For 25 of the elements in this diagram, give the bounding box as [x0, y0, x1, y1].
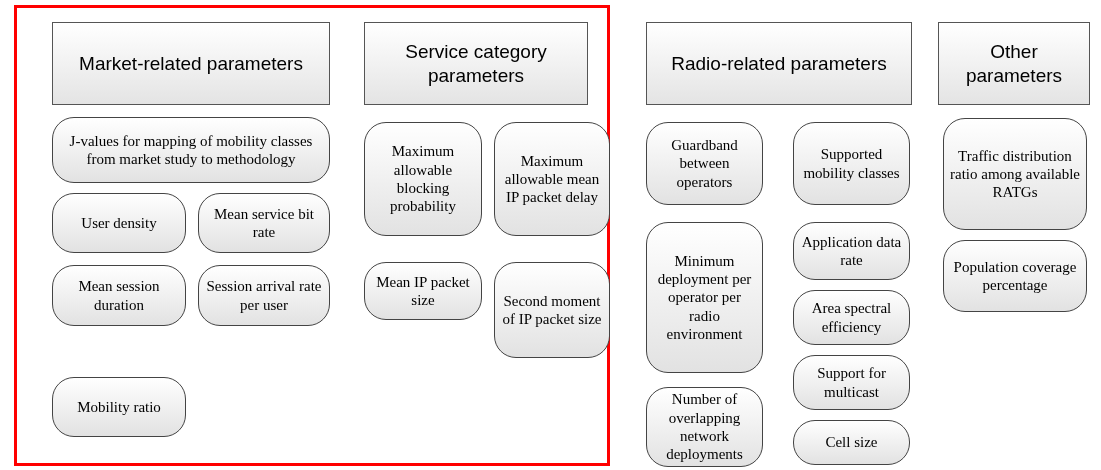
parameter-box: Session arrival rate per user [198, 265, 330, 326]
parameter-box: Area spectral efficiency [793, 290, 910, 345]
parameter-box: Application data rate [793, 222, 910, 280]
category-header: Other parameters [938, 22, 1090, 105]
parameter-box: Mean IP packet size [364, 262, 482, 320]
parameter-box: Support for multicast [793, 355, 910, 410]
parameter-box: Guardband between operators [646, 122, 763, 205]
parameter-box: Cell size [793, 420, 910, 465]
category-header: Radio-related parameters [646, 22, 912, 105]
category-header: Market-related parameters [52, 22, 330, 105]
parameter-box: Mobility ratio [52, 377, 186, 437]
category-header: Service category parameters [364, 22, 588, 105]
parameter-box: Maximum allowable mean IP packet delay [494, 122, 610, 236]
parameter-box: Maximum allowable blocking probability [364, 122, 482, 236]
parameter-box: User density [52, 193, 186, 253]
highlight-frame [14, 5, 610, 466]
parameter-box: Population coverage percentage [943, 240, 1087, 312]
parameter-box: Second moment of IP packet size [494, 262, 610, 358]
parameter-box: Supported mobility classes [793, 122, 910, 205]
parameter-box: Mean session duration [52, 265, 186, 326]
parameter-box: J-values for mapping of mobility classes from market study to methodology [52, 117, 330, 183]
parameter-box: Mean service bit rate [198, 193, 330, 253]
parameter-box: Traffic distribution ratio among available RATGs [943, 118, 1087, 230]
parameter-box: Minimum deployment per operator per radio environment [646, 222, 763, 373]
parameter-box: Number of overlapping network deployments [646, 387, 763, 467]
